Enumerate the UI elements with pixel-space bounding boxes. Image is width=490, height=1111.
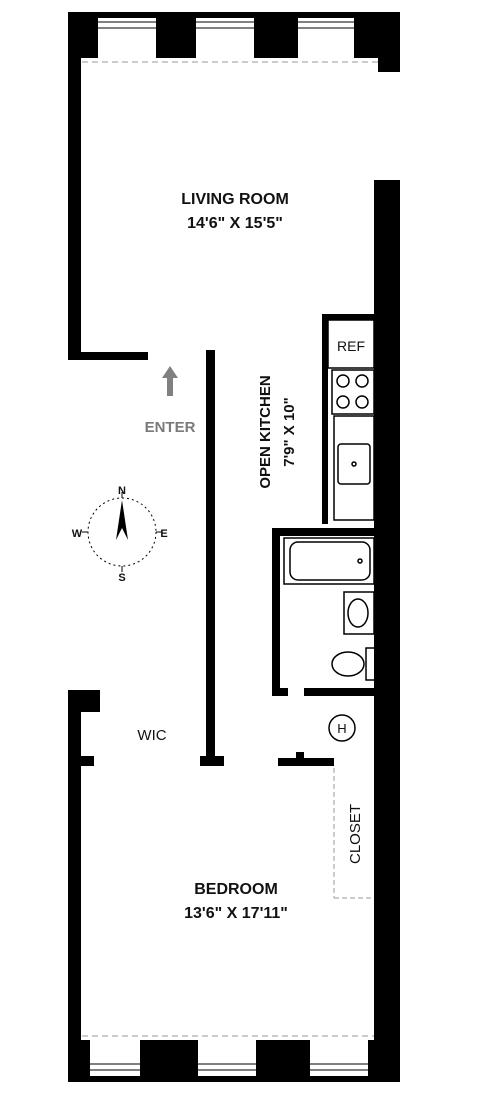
compass-s: S	[118, 572, 125, 584]
interior-walls	[68, 314, 378, 766]
kitchen-fixtures	[327, 319, 375, 521]
compass-n: N	[118, 485, 126, 497]
window-bottom-1	[90, 1063, 140, 1071]
kitchen-name: OPEN KITCHEN	[257, 375, 274, 488]
bedroom-dims: 13'6" X 17'11"	[184, 905, 288, 922]
fridge-label: REF	[337, 338, 365, 354]
entry-arrow	[162, 366, 178, 396]
window-top-1	[98, 21, 156, 29]
closet-label: CLOSET	[347, 804, 364, 864]
kitchen-counter	[333, 415, 375, 521]
living-room-name: LIVING ROOM	[181, 191, 289, 208]
stove-burner	[336, 374, 350, 388]
kitchen-dims: 7'9" X 10"	[281, 397, 298, 467]
bedroom-name: BEDROOM	[194, 881, 278, 898]
heater-label: H	[337, 721, 346, 736]
compass-needle	[116, 500, 128, 540]
toilet-bowl	[331, 651, 365, 677]
living-room-dims: 14'6" X 15'5"	[187, 215, 283, 232]
heater	[328, 714, 356, 742]
stove-burner	[355, 374, 369, 388]
kitchen-sink-drain	[351, 461, 357, 467]
window-top-3	[298, 21, 354, 29]
bathtub-inner	[289, 541, 371, 581]
kitchen-sink	[337, 443, 371, 485]
closet-doors	[333, 768, 374, 899]
toilet-tank	[365, 647, 377, 681]
bathroom-vanity	[343, 591, 375, 635]
enter-label: ENTER	[145, 419, 196, 436]
compass	[82, 492, 162, 572]
window-bottom-3	[310, 1063, 368, 1071]
stove	[331, 369, 375, 415]
compass-e: E	[160, 528, 167, 540]
wic-label: WIC	[137, 727, 166, 744]
compass-w: W	[72, 528, 83, 540]
stove-burner	[355, 395, 369, 409]
window-top-2	[196, 21, 254, 29]
bathroom-sink	[347, 598, 369, 628]
bathroom-fixtures	[283, 537, 377, 681]
fridge	[327, 319, 375, 369]
exterior-walls	[68, 12, 400, 1082]
windows	[82, 21, 378, 1071]
stove-burner	[336, 395, 350, 409]
bathtub	[283, 537, 375, 585]
window-bottom-2	[198, 1063, 256, 1071]
bathtub-drain	[357, 558, 363, 564]
